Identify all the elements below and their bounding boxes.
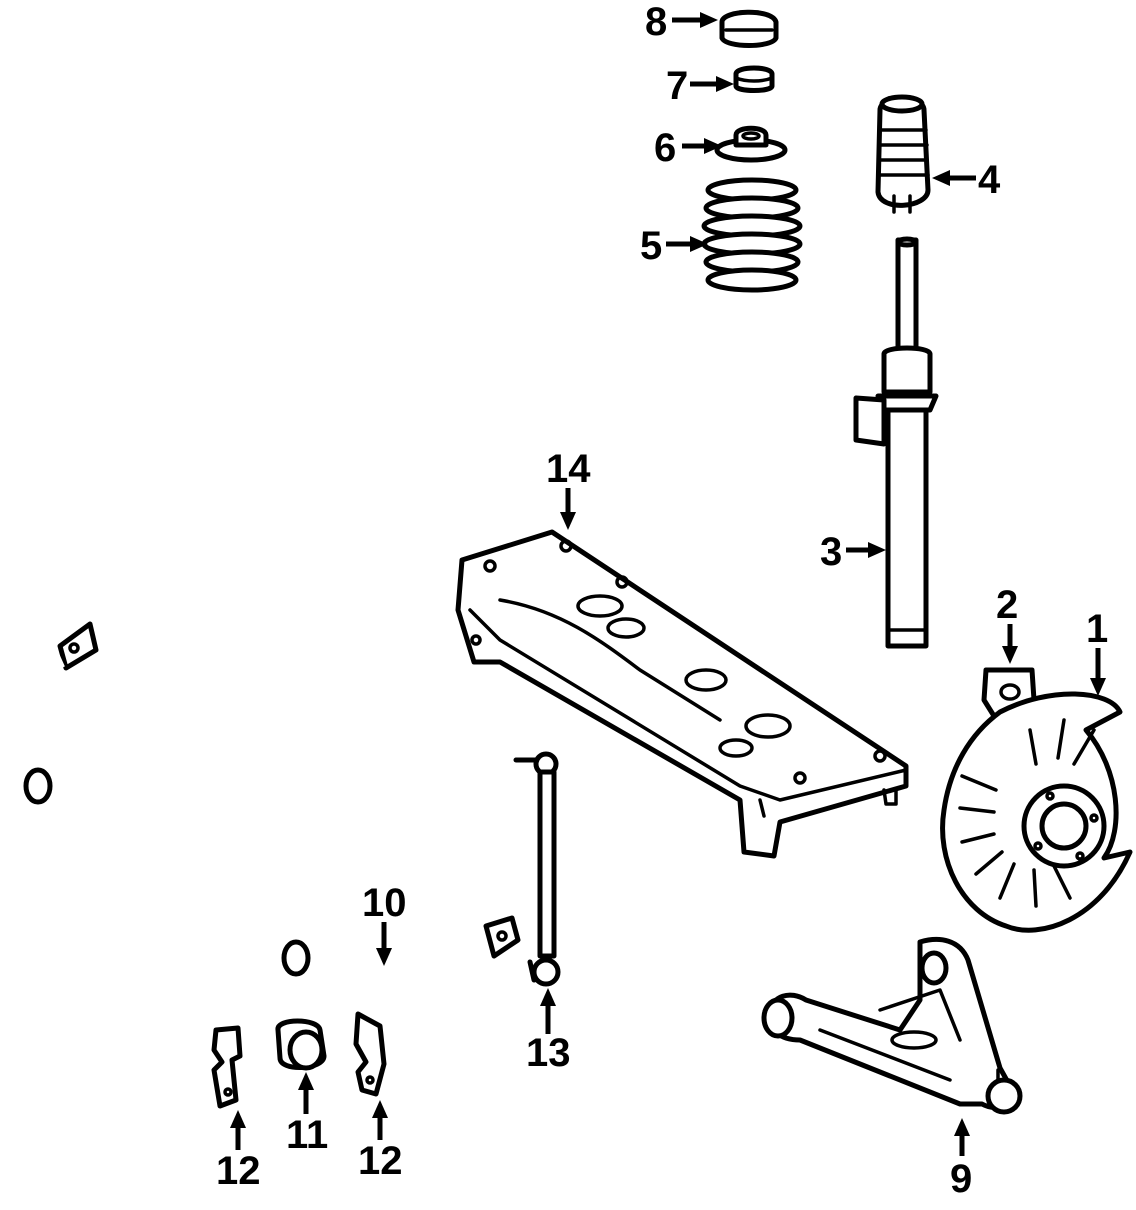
part-12-clamp-right xyxy=(353,1011,387,1097)
part-11-bushing xyxy=(275,1018,327,1071)
callout-11: 11 xyxy=(286,1113,328,1157)
callout-5: 5 xyxy=(640,224,662,268)
callout-arrows xyxy=(230,12,1106,1156)
arrowhead-11 xyxy=(298,1072,314,1090)
arrowhead-10 xyxy=(376,948,392,966)
part-12-clamp-left xyxy=(211,1025,243,1109)
callout-14: 14 xyxy=(546,447,591,491)
part-9-control-arm xyxy=(761,936,1023,1115)
arrowhead-5 xyxy=(690,236,708,252)
part-7-bump-stop xyxy=(733,65,775,93)
arrowhead-14 xyxy=(560,512,576,530)
part-1-knuckle-splash-shield xyxy=(940,691,1133,933)
arrowhead-9 xyxy=(954,1118,970,1136)
arrowhead-6 xyxy=(704,138,722,154)
arrowhead-1 xyxy=(1090,678,1106,696)
arrowhead-12a xyxy=(230,1110,246,1128)
callout-3: 3 xyxy=(820,530,842,574)
callout-7: 7 xyxy=(666,64,688,108)
part-14-crossmember xyxy=(455,529,909,859)
part-6-spring-seat xyxy=(714,125,788,163)
callout-labels: 8 7 6 5 4 3 14 2 1 10 13 11 12 12 9 xyxy=(216,0,1108,1201)
callout-6: 6 xyxy=(654,126,676,170)
part-4-dust-boot xyxy=(875,94,931,214)
part-10-stabilizer-bar xyxy=(13,621,521,986)
callout-8: 8 xyxy=(645,0,667,44)
callout-1: 1 xyxy=(1086,607,1108,651)
arrowhead-2 xyxy=(1002,646,1018,664)
callout-10: 10 xyxy=(362,881,407,925)
callout-4: 4 xyxy=(978,158,1001,202)
part-13-stabilizer-link xyxy=(513,751,561,987)
callout-13: 13 xyxy=(526,1031,571,1075)
part-8-strut-mount xyxy=(719,9,779,48)
arrowhead-8 xyxy=(700,12,718,28)
callout-2: 2 xyxy=(996,583,1018,627)
callout-12-left: 12 xyxy=(216,1149,261,1193)
arrowhead-3 xyxy=(868,542,886,558)
arrowhead-12b xyxy=(372,1100,388,1118)
arrowhead-13 xyxy=(540,988,556,1006)
arrowhead-4 xyxy=(932,170,950,186)
callout-9: 9 xyxy=(950,1157,972,1201)
arrowhead-7 xyxy=(716,76,734,92)
part-5-coil-spring xyxy=(701,177,803,293)
part-3-strut xyxy=(853,236,939,649)
callout-12-right: 12 xyxy=(358,1139,403,1183)
